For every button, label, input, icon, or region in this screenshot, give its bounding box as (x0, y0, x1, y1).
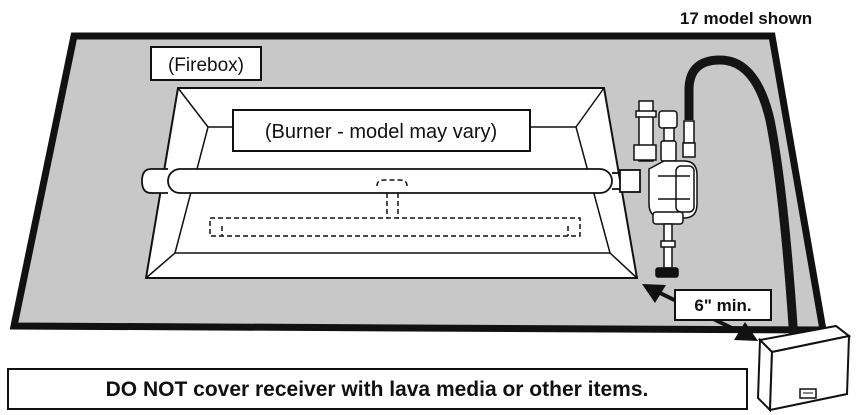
svg-text:(Firebox): (Firebox) (168, 55, 244, 76)
gas-hose (684, 55, 799, 341)
receiver-box (756, 324, 852, 413)
warning-box: DO NOT cover receiver with lava media or… (7, 368, 748, 410)
burner-label: (Burner - model may vary) (232, 109, 531, 152)
svg-text:6" min.: 6" min. (694, 296, 751, 315)
warning-text: DO NOT cover receiver with lava media or… (106, 378, 649, 401)
clearance-label: 6" min. (674, 289, 772, 321)
burner-tube (141, 168, 641, 194)
hidden-burner-outline (209, 179, 581, 237)
firebox-label: (Firebox) (150, 46, 262, 81)
valve-assembly (633, 100, 698, 278)
svg-text:(Burner - model may vary): (Burner - model may vary) (265, 121, 497, 143)
model-note: 17 model shown (680, 9, 812, 28)
